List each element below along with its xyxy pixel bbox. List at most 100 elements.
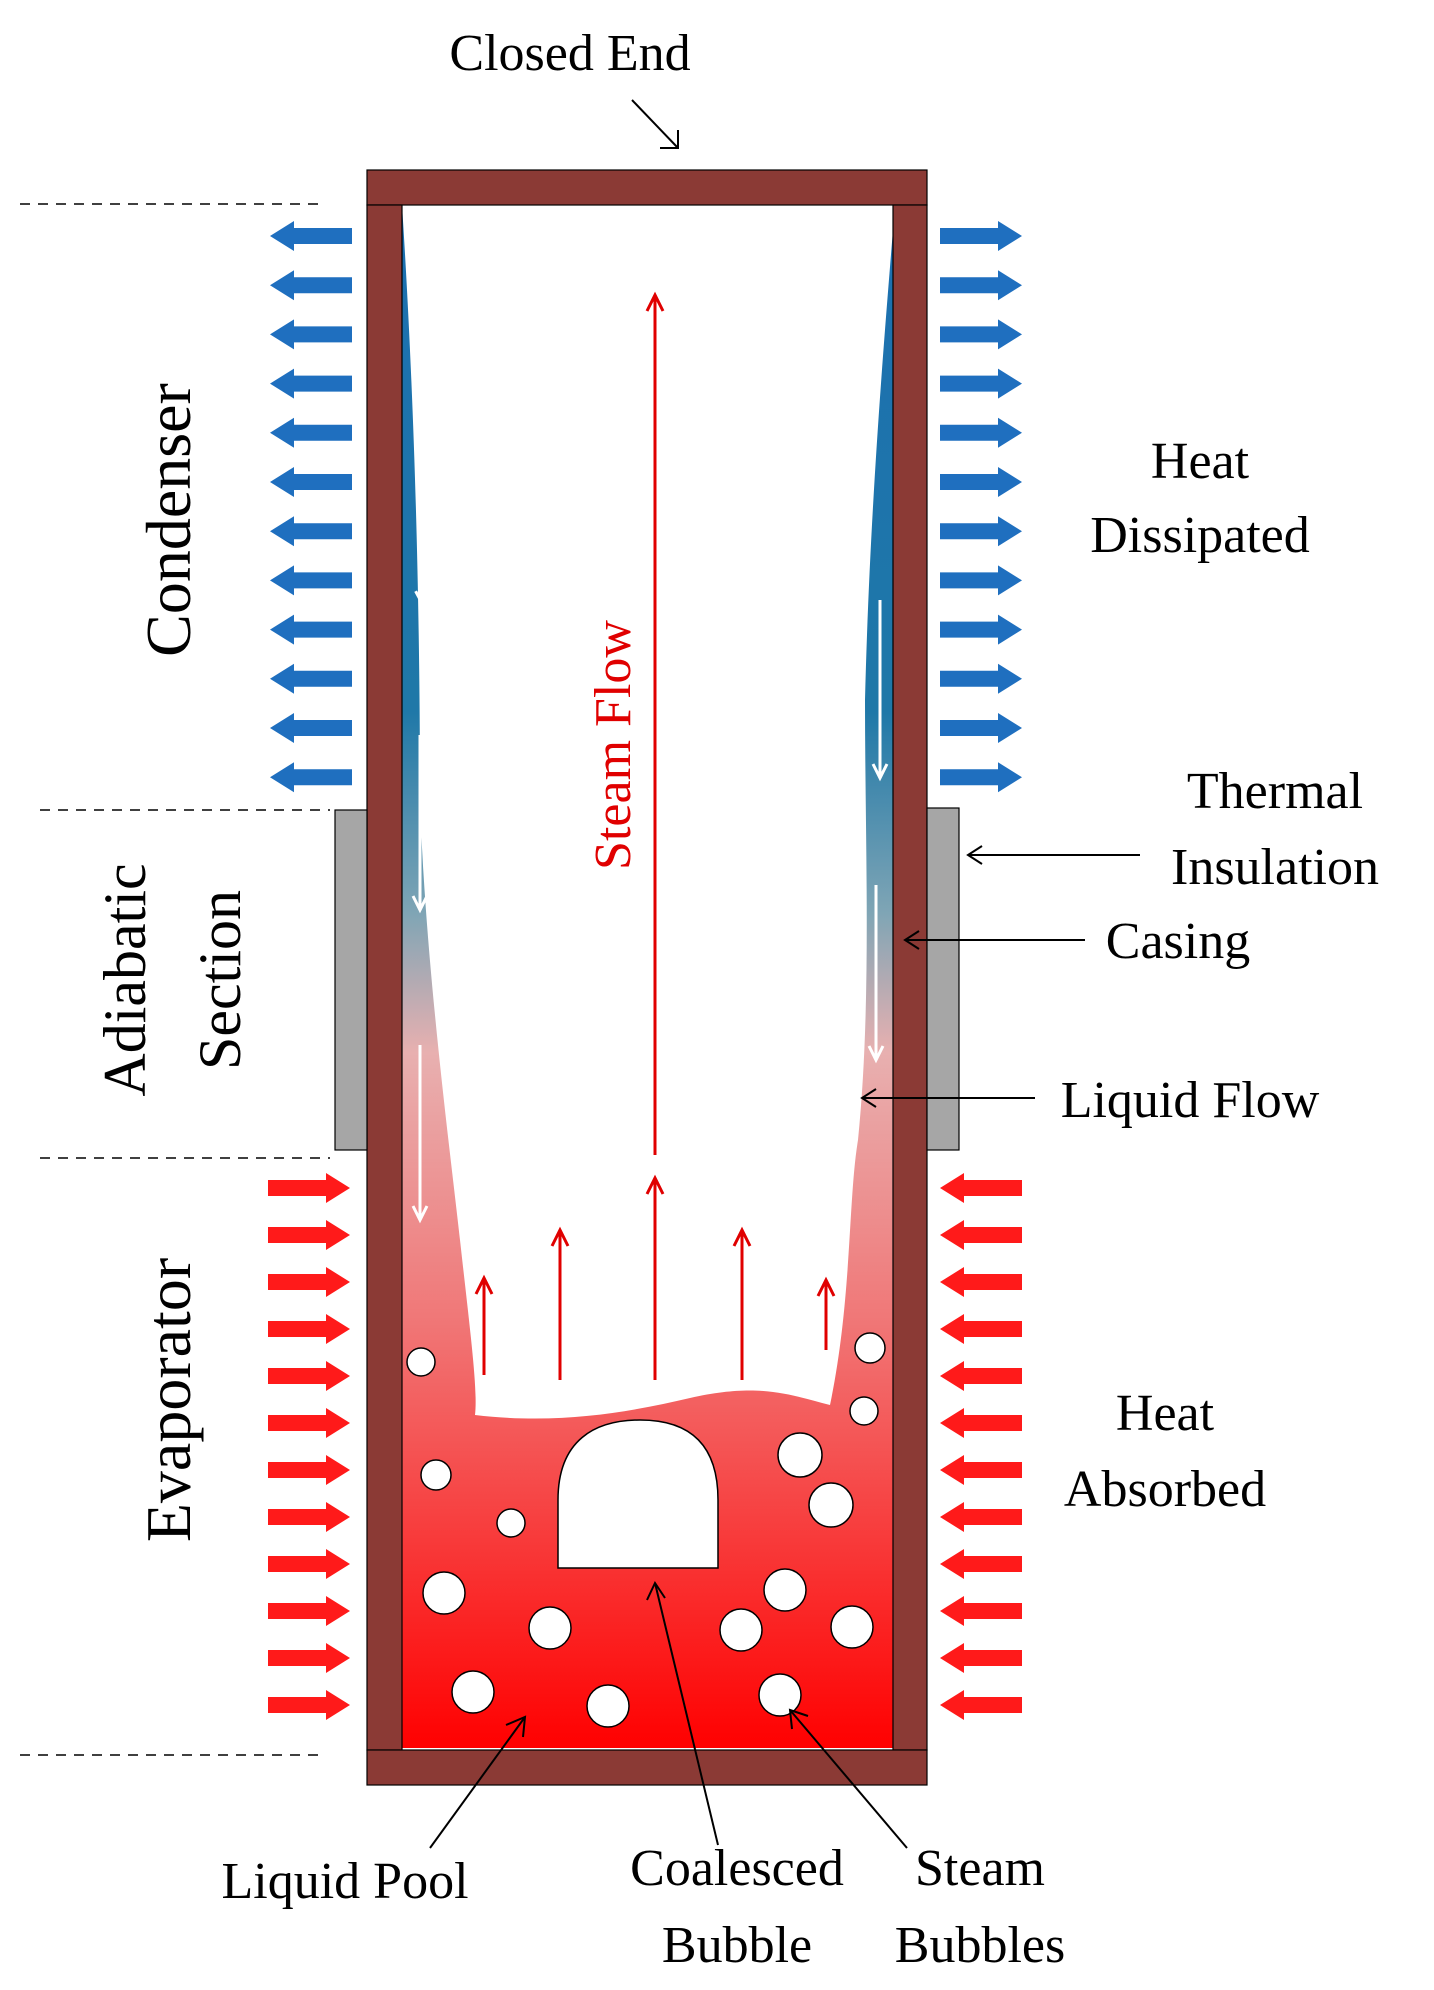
steam-bubble [719, 1608, 763, 1652]
steam-flow-arrow [474, 1274, 494, 1375]
steam-bubble [808, 1482, 854, 1528]
heat-in-arrow [268, 1690, 350, 1720]
steam-bubble [758, 1673, 802, 1717]
steam-bubble [451, 1670, 495, 1714]
steam-bubble [586, 1684, 630, 1728]
heat-out-arrow [940, 417, 1022, 448]
closed-end-cap [366, 169, 928, 206]
heat-out-arrow [270, 417, 352, 448]
heat-in-arrow [940, 1173, 1022, 1203]
steam-flow-arrow [816, 1276, 836, 1350]
steam-bubbles [406, 1332, 886, 1728]
heat-in-arrow [940, 1314, 1022, 1344]
liquid-flow-arrow [871, 600, 889, 782]
arrow-head [411, 895, 429, 914]
adiabatic-label-line2: Section [187, 890, 253, 1070]
heat-in-arrow [268, 1314, 350, 1344]
casing-leader [903, 930, 1085, 950]
thermal-insulation-leader [966, 845, 1140, 865]
insulation-left [334, 809, 368, 1151]
arrow-head [645, 1174, 665, 1195]
arrow-head [550, 1226, 570, 1247]
heat-in-arrow [940, 1220, 1022, 1250]
arrow-head [871, 763, 889, 782]
heat-out-arrow [940, 221, 1022, 251]
heat-dissipated-label-line2: Dissipated [1090, 507, 1310, 564]
heat-out-arrow [940, 368, 1022, 399]
steam-flow-arrows [474, 291, 836, 1380]
arrow-head [867, 1045, 885, 1064]
coalesced-bubble-label-line1: Coalesced [630, 1840, 844, 1897]
heat-absorbed-label-line1: Heat [1116, 1385, 1215, 1442]
liquid-pool-label: Liquid Pool [221, 1853, 468, 1910]
heat-in-arrow [268, 1455, 350, 1485]
steam-bubble [763, 1568, 807, 1612]
heat-in-arrow [940, 1502, 1022, 1532]
heat-out-arrow [270, 663, 352, 694]
leader-lines [429, 99, 1140, 1849]
arrow-head [474, 1274, 494, 1295]
heat-in-arrow [268, 1643, 350, 1673]
heat-in-arrow [268, 1173, 350, 1203]
casing-right-wall [892, 204, 928, 1751]
arrow-head [645, 291, 665, 312]
steam-bubble [496, 1508, 526, 1538]
liquid-flow-arrows [411, 429, 889, 1224]
heat-in-arrow [940, 1455, 1022, 1485]
casing-label: Casing [1106, 913, 1250, 970]
steam-flow-label: Steam Flow [585, 620, 642, 870]
heat-absorbed-arrows-right [940, 1173, 1022, 1720]
heat-in-arrow [268, 1502, 350, 1532]
heat-out-arrow [270, 614, 352, 645]
heat-out-arrow [270, 221, 352, 251]
steam-bubble [420, 1459, 452, 1491]
arrow-head [732, 1226, 752, 1247]
heat-out-arrow [940, 663, 1022, 694]
steam-bubble [849, 1396, 879, 1426]
heat-in-arrow [940, 1596, 1022, 1626]
condenser-label: Condenser [133, 383, 204, 657]
steam-flow-arrow [645, 1174, 665, 1380]
heat-out-arrow [270, 467, 352, 497]
heat-out-arrow [270, 368, 352, 399]
heat-out-arrow [270, 713, 352, 743]
heat-in-arrow [940, 1690, 1022, 1720]
heat-in-arrow [940, 1408, 1022, 1438]
steam-bubble [406, 1347, 436, 1377]
heat-dissipated-arrows-right [940, 221, 1022, 793]
steam-bubble [830, 1605, 874, 1649]
heat-out-arrow [270, 565, 352, 596]
bottom-end-cap [366, 1749, 928, 1786]
heat-in-arrow [268, 1267, 350, 1297]
liquid-flow-arrow [411, 1045, 429, 1224]
liquid-flow-label: Liquid Flow [1061, 1072, 1320, 1129]
arrow-head [411, 1205, 429, 1224]
liquid-flow-leader [860, 1088, 1035, 1108]
heat-out-arrow [270, 319, 352, 350]
heat-dissipated-label-line1: Heat [1151, 433, 1250, 490]
heat-dissipated-arrows-left [270, 221, 352, 793]
liquid-flow-arrow [414, 429, 431, 609]
heat-out-arrow [940, 565, 1022, 596]
insulation-right [926, 807, 960, 1151]
heat-in-arrow [268, 1596, 350, 1626]
heat-in-arrow [268, 1361, 350, 1391]
heat-absorbed-arrows-left [268, 1173, 350, 1720]
liquid-pool-leader [429, 1715, 527, 1849]
steam-bubble [854, 1332, 886, 1364]
adiabatic-label-line1: Adiabatic [92, 863, 158, 1096]
thermal-insulation-label-line1: Thermal [1187, 763, 1363, 820]
coalesced-bubble-label-line2: Bubble [662, 1917, 812, 1974]
heat-in-arrow [940, 1643, 1022, 1673]
heat-out-arrow [940, 713, 1022, 743]
liquid-flow-arrow [411, 735, 429, 914]
heat-out-arrow [940, 319, 1022, 350]
steam-bubbles-label-line1: Steam [915, 1840, 1045, 1897]
section-dividers [20, 203, 330, 1756]
steam-bubbles-label-line2: Bubbles [895, 1917, 1065, 1974]
closed-end-label: Closed End [449, 25, 690, 82]
arrow-head [816, 1276, 836, 1297]
heat-out-arrow [940, 467, 1022, 497]
steam-flow-arrow [645, 291, 665, 1155]
steam-bubbles-leader [788, 1708, 908, 1849]
